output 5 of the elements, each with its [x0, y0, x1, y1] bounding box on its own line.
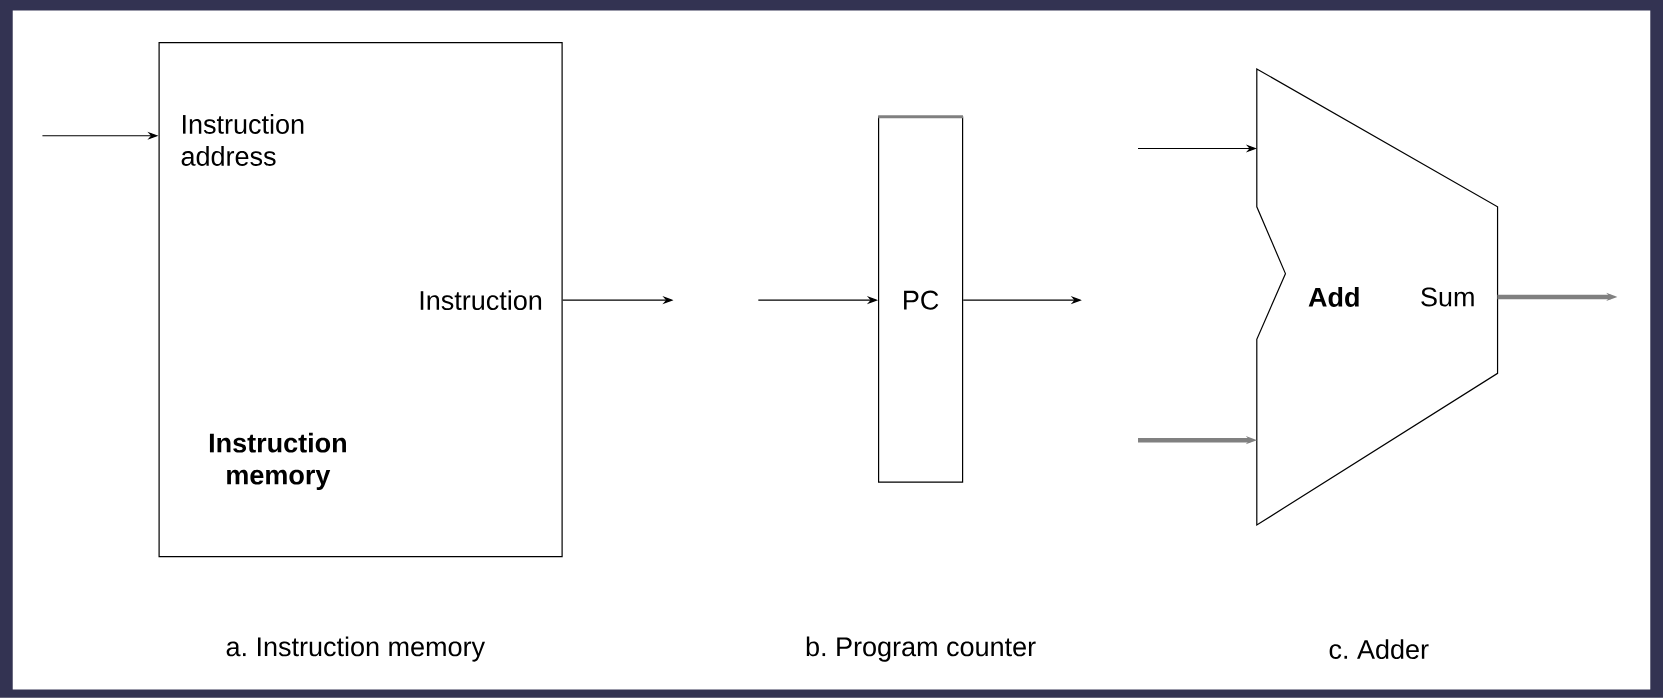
register-box: PC — [878, 115, 964, 483]
caption: c. Adder — [1329, 639, 1429, 660]
caption: a. Instruction memory — [226, 636, 485, 662]
memory-box: Instruction address Instruction Instruction memory — [158, 42, 563, 558]
caption: b. Program counter — [806, 636, 1036, 662]
